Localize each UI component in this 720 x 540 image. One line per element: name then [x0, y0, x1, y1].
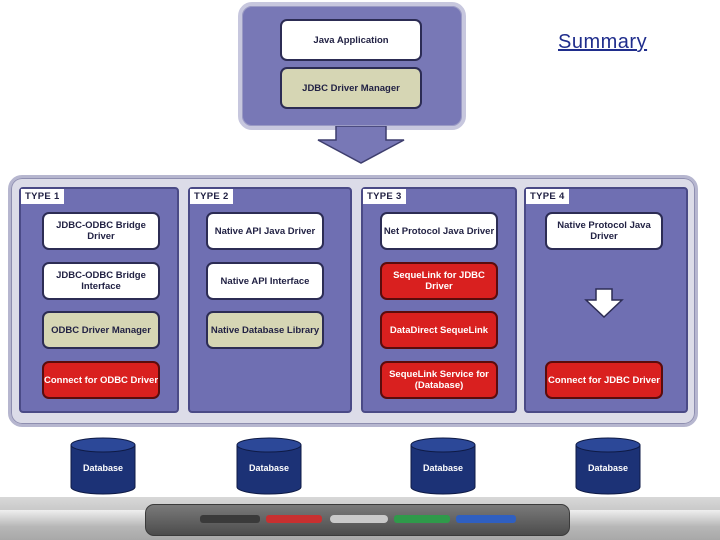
- type-3-box-label: DataDirect SequeLink: [389, 324, 489, 336]
- type-3-box-label: SequeLink for JDBC Driver: [393, 270, 485, 292]
- database-label: Database: [587, 463, 629, 473]
- type-4-box-label: Connect for JDBC Driver: [548, 374, 660, 386]
- type-4-label: TYPE 4: [526, 189, 569, 204]
- bottom-bar-slot: [200, 515, 260, 523]
- type-1-box: JDBC-ODBC Bridge Interface: [42, 262, 160, 300]
- database-icon: [70, 437, 136, 495]
- type-3-box: Net Protocol Java Driver: [380, 212, 498, 250]
- type-4-box: Native Protocol Java Driver: [545, 212, 663, 250]
- jdbc-driver-manager-box: JDBC Driver Manager: [280, 67, 422, 109]
- type-2-box-label: Native API Interface: [220, 275, 310, 287]
- type-3-box: DataDirect SequeLink: [380, 311, 498, 349]
- type-2-box-label: Native API Java Driver: [214, 225, 316, 237]
- bottom-bar-slot: [456, 515, 516, 523]
- bottom-bar-slot: [394, 515, 450, 523]
- database-label: Database: [422, 463, 464, 473]
- type-1-box-label: Connect for ODBC Driver: [44, 374, 159, 386]
- database-label: Database: [82, 463, 124, 473]
- java-application-box: Java Application: [280, 19, 422, 61]
- type-1-box-label: JDBC-ODBC Bridge Driver: [56, 220, 146, 242]
- type-3-label: TYPE 3: [363, 189, 406, 204]
- type-2-box: Native Database Library: [206, 311, 324, 349]
- type-2-box: Native API Java Driver: [206, 212, 324, 250]
- type-2-box: Native API Interface: [206, 262, 324, 300]
- java-application-label: Java Application: [313, 34, 389, 46]
- type-1-box: Connect for ODBC Driver: [42, 361, 160, 399]
- bottom-bar-slot: [330, 515, 388, 523]
- small-down-arrow-icon: [584, 288, 624, 318]
- type-2-label: TYPE 2: [190, 189, 233, 204]
- database-icon: [236, 437, 302, 495]
- type-1-label: TYPE 1: [21, 189, 64, 204]
- type-1-box-label: JDBC-ODBC Bridge Interface: [56, 270, 146, 292]
- type-3-box: SequeLink for JDBC Driver: [380, 262, 498, 300]
- type-3-box: SequeLink Service for (Database): [380, 361, 498, 399]
- type-4-box: Connect for JDBC Driver: [545, 361, 663, 399]
- type-4-box-label: Native Protocol Java Driver: [557, 220, 651, 242]
- type-1-box: JDBC-ODBC Bridge Driver: [42, 212, 160, 250]
- bottom-bar-slot: [266, 515, 322, 523]
- down-arrow-icon: [317, 126, 405, 164]
- type-3-box-label: SequeLink Service for (Database): [389, 369, 489, 391]
- database-label: Database: [248, 463, 290, 473]
- type-1-box-label: ODBC Driver Manager: [51, 324, 151, 336]
- summary-link[interactable]: Summary: [558, 31, 648, 53]
- jdbc-driver-manager-label: JDBC Driver Manager: [302, 82, 400, 94]
- type-2-box-label: Native Database Library: [210, 324, 320, 336]
- type-1-box: ODBC Driver Manager: [42, 311, 160, 349]
- type-3-box-label: Net Protocol Java Driver: [383, 225, 495, 237]
- database-icon: [410, 437, 476, 495]
- database-icon: [575, 437, 641, 495]
